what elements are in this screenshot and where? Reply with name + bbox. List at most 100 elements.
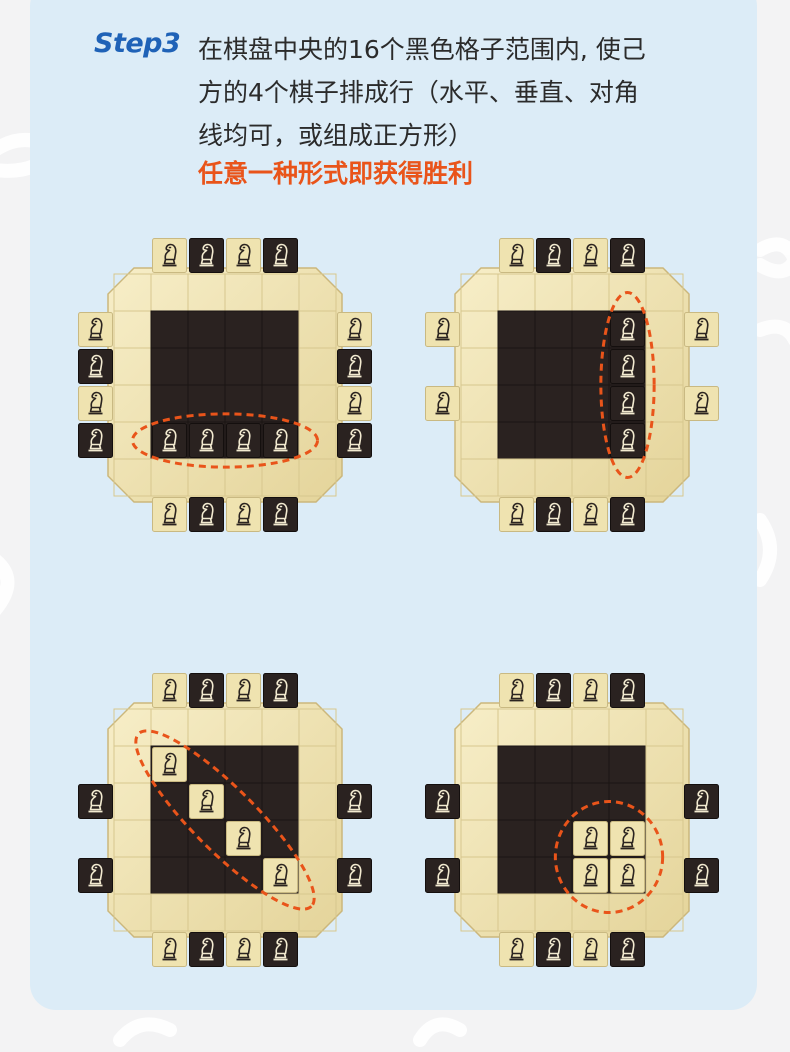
knight-icon xyxy=(509,937,524,961)
piece-light-top xyxy=(499,673,534,708)
center-cell xyxy=(608,782,647,821)
knight-icon xyxy=(162,428,177,452)
center-cell xyxy=(261,819,300,858)
piece-dark-bottom xyxy=(189,932,224,967)
knight-icon xyxy=(347,391,362,415)
knight-icon xyxy=(347,428,362,452)
knight-icon xyxy=(694,789,709,813)
knight-icon xyxy=(236,678,251,702)
center-cell xyxy=(497,421,536,460)
center-cell xyxy=(187,745,226,784)
center-cell xyxy=(608,745,647,784)
piece-dark-right xyxy=(337,423,372,458)
center-cell xyxy=(534,745,573,784)
center-cell xyxy=(497,819,536,858)
piece-dark-left xyxy=(78,784,113,819)
knight-icon xyxy=(509,502,524,526)
win-condition-highlight: 任意一种形式即获得胜利 xyxy=(198,159,474,188)
piece-dark-top xyxy=(536,238,571,273)
knight-icon xyxy=(162,243,177,267)
piece-light-right xyxy=(337,386,372,421)
center-cell xyxy=(497,384,536,423)
piece-light-top xyxy=(226,673,261,708)
border-cell xyxy=(645,458,684,497)
knight-icon xyxy=(583,937,598,961)
piece-light-bottom xyxy=(499,932,534,967)
knight-icon xyxy=(199,243,214,267)
center-cell xyxy=(187,819,226,858)
center-cell xyxy=(261,384,300,423)
piece-light-center xyxy=(610,858,645,893)
center-cell xyxy=(187,856,226,895)
center-cell xyxy=(187,384,226,423)
center-cell xyxy=(150,819,189,858)
board-horizontal-row xyxy=(70,230,380,540)
piece-light-bottom xyxy=(573,932,608,967)
piece-light-bottom xyxy=(152,497,187,532)
center-cell xyxy=(534,782,573,821)
piece-light-center xyxy=(610,821,645,856)
knight-icon xyxy=(546,502,561,526)
winning-line-highlight xyxy=(131,412,319,469)
border-cell xyxy=(298,893,337,932)
knight-icon xyxy=(546,678,561,702)
piece-dark-top xyxy=(610,238,645,273)
step-description-line-2: 方的4个棋子排成行（水平、垂直、对角 xyxy=(198,78,639,107)
knight-icon xyxy=(435,863,450,887)
knight-icon xyxy=(347,354,362,378)
piece-light-right xyxy=(684,312,719,347)
piece-light-center xyxy=(573,858,608,893)
piece-dark-top xyxy=(189,238,224,273)
piece-dark-top xyxy=(189,673,224,708)
knight-icon xyxy=(435,391,450,415)
piece-dark-center xyxy=(610,386,645,421)
knight-icon xyxy=(199,789,214,813)
knight-icon xyxy=(546,243,561,267)
piece-light-right xyxy=(337,312,372,347)
knight-icon xyxy=(620,317,635,341)
center-cell xyxy=(150,347,189,386)
center-cell xyxy=(150,782,189,821)
knight-icon xyxy=(199,937,214,961)
piece-dark-center xyxy=(226,423,261,458)
step-description-line-1: 在棋盘中央的16个黑色格子范围内, 使己 xyxy=(198,35,646,64)
center-cell xyxy=(224,384,263,423)
center-cell xyxy=(261,310,300,349)
piece-dark-top xyxy=(263,238,298,273)
center-cell xyxy=(261,745,300,784)
piece-light-left xyxy=(78,312,113,347)
piece-dark-right xyxy=(337,349,372,384)
piece-dark-right xyxy=(337,858,372,893)
piece-dark-center xyxy=(610,349,645,384)
center-cell xyxy=(571,745,610,784)
center-cell xyxy=(534,421,573,460)
piece-dark-top xyxy=(536,673,571,708)
piece-dark-right xyxy=(684,858,719,893)
piece-dark-bottom xyxy=(536,497,571,532)
piece-dark-center xyxy=(610,312,645,347)
center-cell xyxy=(187,347,226,386)
piece-dark-right xyxy=(337,784,372,819)
knight-icon xyxy=(273,428,288,452)
piece-dark-left xyxy=(425,858,460,893)
knight-icon xyxy=(583,826,598,850)
center-cell xyxy=(261,347,300,386)
center-cell xyxy=(534,347,573,386)
knight-icon xyxy=(620,428,635,452)
knight-icon xyxy=(435,317,450,341)
knight-icon xyxy=(236,937,251,961)
center-cell xyxy=(534,384,573,423)
center-cell xyxy=(261,782,300,821)
knight-icon xyxy=(162,502,177,526)
piece-dark-top xyxy=(610,673,645,708)
center-cell xyxy=(497,782,536,821)
center-cell xyxy=(224,782,263,821)
knight-icon xyxy=(273,678,288,702)
piece-dark-left xyxy=(78,858,113,893)
piece-light-left xyxy=(425,386,460,421)
knight-icon xyxy=(199,678,214,702)
winning-line-highlight xyxy=(599,291,656,479)
knight-icon xyxy=(273,863,288,887)
step-description: 在棋盘中央的16个黑色格子范围内, 使己 方的4个棋子排成行（水平、垂直、对角 … xyxy=(198,28,738,157)
knight-icon xyxy=(583,243,598,267)
